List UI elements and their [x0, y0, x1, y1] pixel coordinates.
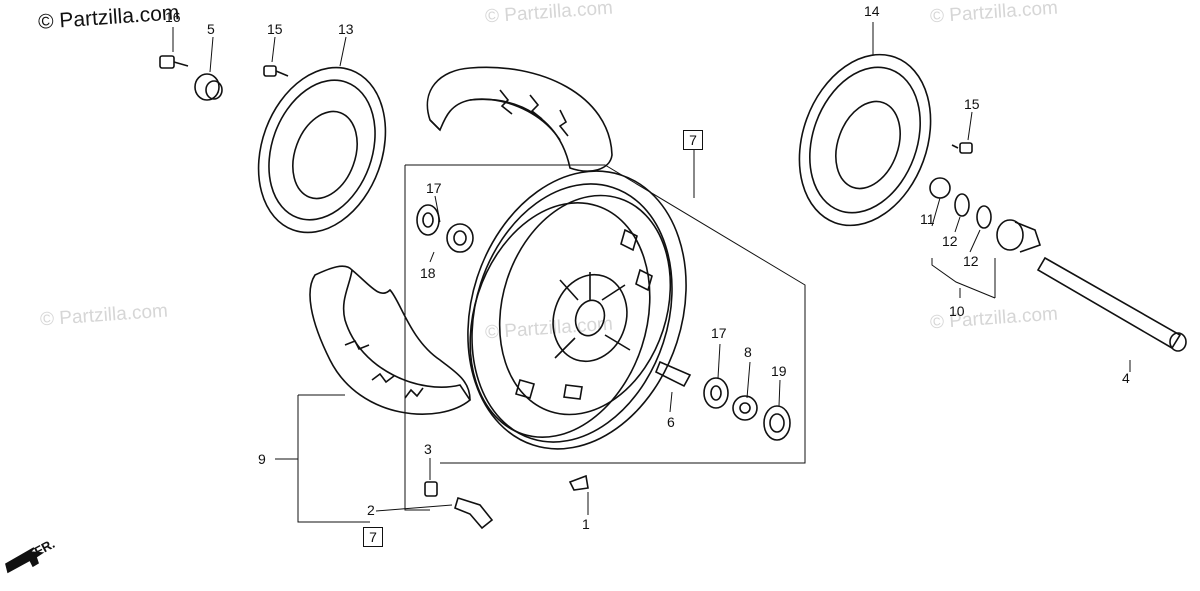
bolt-15-left [263, 65, 289, 77]
axle-4 [1036, 256, 1187, 352]
retainer-8 [732, 395, 758, 421]
callout-15: 15 [267, 21, 283, 37]
callout-8: 8 [744, 344, 752, 360]
valve-3 [424, 481, 438, 497]
callout-4: 4 [1122, 370, 1130, 386]
bearing-18 [416, 204, 440, 236]
callout-18: 18 [420, 265, 436, 281]
bearing-17-upper [446, 223, 474, 253]
callout-13: 13 [338, 21, 354, 37]
balance-weight-1 [568, 474, 589, 491]
tire-half-lower [309, 265, 472, 415]
brake-disc-right [798, 53, 932, 227]
callout-6: 6 [667, 414, 675, 430]
valve-stem-2 [454, 496, 494, 530]
washer-12a [954, 193, 970, 217]
bolt-16 [159, 55, 189, 69]
wheel-rim [467, 170, 687, 450]
callout-11: 11 [920, 211, 935, 227]
leader-lines [172, 22, 1131, 523]
collar-11 [929, 177, 951, 199]
callout-1: 1 [582, 516, 590, 532]
callout-9: 9 [258, 451, 266, 467]
washer-12b [976, 205, 992, 229]
speedometer-gearbox [996, 219, 1042, 253]
forward-arrow-icon [5, 547, 45, 574]
tire-half-upper [426, 66, 613, 172]
callout-16: 16 [165, 9, 181, 25]
callout-19: 19 [771, 363, 787, 379]
callout-10: 10 [949, 303, 965, 319]
callout-7-boxed: 7 [363, 527, 383, 547]
callout-12: 12 [942, 233, 958, 249]
brake-disc-left [257, 66, 387, 234]
callout-17: 17 [426, 180, 442, 196]
callout-2: 2 [367, 502, 375, 518]
callout-3: 3 [424, 441, 432, 457]
bolt-15-right [951, 142, 973, 154]
callout-14: 14 [864, 3, 880, 19]
callout-7-boxed: 7 [683, 130, 703, 150]
spacer-6 [654, 360, 692, 388]
seal-19 [763, 405, 791, 441]
callout-12: 12 [963, 253, 979, 269]
collar-5 [194, 73, 223, 101]
callout-17: 17 [711, 325, 727, 341]
callout-5: 5 [207, 21, 215, 37]
callout-15: 15 [964, 96, 980, 112]
bearing-17-lower [703, 377, 729, 409]
